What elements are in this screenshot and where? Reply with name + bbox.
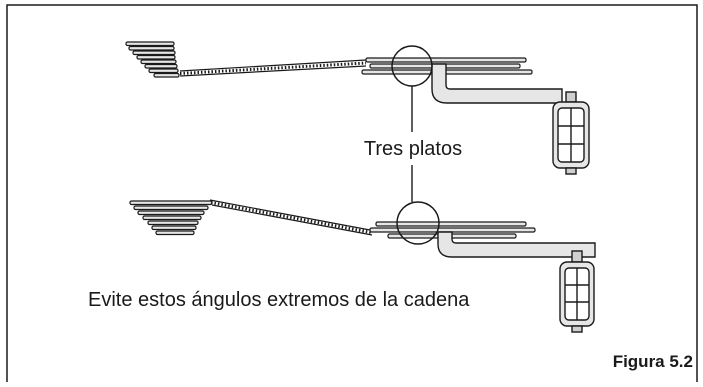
top-chainrings xyxy=(361,57,533,75)
bottom-chain xyxy=(209,199,373,236)
label-avoid-angles: Evite estos ángulos extremos de la caden… xyxy=(88,289,470,311)
bottom-highlight-circle xyxy=(396,201,440,245)
top-chain xyxy=(179,59,367,77)
figure-number: Figura 5.2 xyxy=(613,352,693,371)
top-pedal xyxy=(552,91,590,175)
bottom-crank-arm xyxy=(437,231,596,258)
top-drivetrain xyxy=(125,41,590,175)
top-rear-cassette xyxy=(125,41,180,78)
bottom-rear-cassette xyxy=(129,200,213,236)
top-crank-arm xyxy=(431,63,563,104)
figure-border xyxy=(6,4,698,382)
bottom-pedal xyxy=(559,250,595,333)
label-three-chainrings: Tres platos xyxy=(364,138,462,160)
bottom-drivetrain xyxy=(129,199,596,333)
